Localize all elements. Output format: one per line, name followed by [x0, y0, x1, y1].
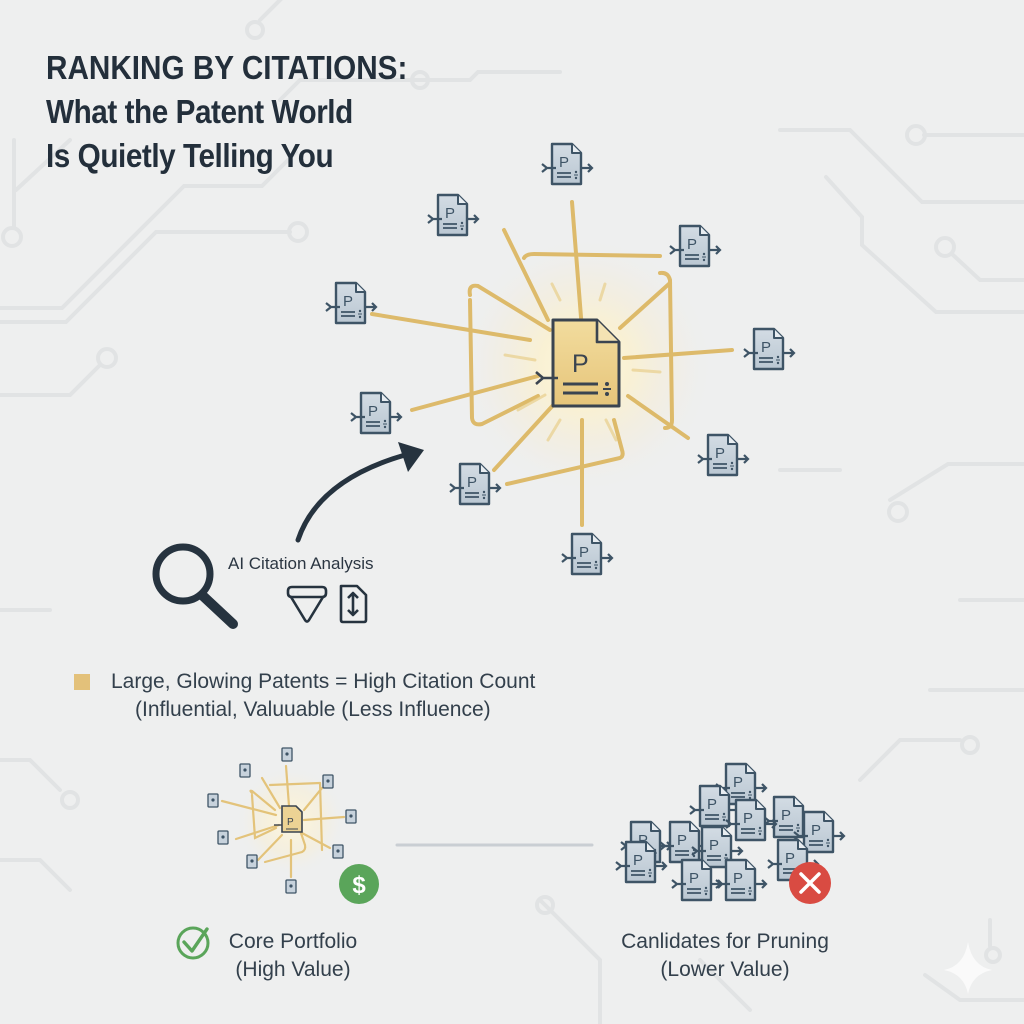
patent-icon [668, 224, 722, 268]
close-circle-icon [789, 862, 831, 904]
magnifier-icon [152, 543, 238, 629]
title-caps: RANKING BY CITATIONS: [46, 49, 408, 86]
core-portfolio-network: P [207, 747, 357, 894]
patent-icon [349, 391, 403, 435]
patent-icon [696, 433, 750, 477]
page-title: RANKING BY CITATIONS: What the Patent Wo… [46, 46, 407, 178]
patent-icon [560, 532, 614, 576]
legend-line-2: (Influential, Valuuable (Less Influence) [135, 698, 491, 721]
patent-icon [426, 193, 480, 237]
dollar-badge-icon: $ [339, 864, 379, 904]
hub-patent-icon: P [535, 318, 621, 408]
citation-links [370, 200, 734, 527]
patent-icon [742, 327, 796, 371]
core-portfolio-caption: Core Portfolio (High Value) [218, 928, 368, 984]
title-line2: Is Quietly Telling You [46, 137, 334, 174]
pruning-subtitle: (Lower Value) [660, 958, 790, 981]
svg-text:P: P [572, 350, 589, 378]
title-rest: What the Patent World [46, 93, 353, 130]
patent-icon [324, 281, 378, 325]
pruning-title: Canlidates for Pruning [621, 930, 829, 953]
sparkle-icon [944, 942, 992, 994]
filter-funnel-icon [286, 585, 328, 623]
sort-document-icon [339, 584, 368, 624]
legend-swatch [74, 674, 90, 690]
core-portfolio-title: Core Portfolio [228, 930, 358, 953]
core-portfolio-subtitle: (High Value) [235, 958, 351, 981]
check-circle-icon [176, 926, 210, 960]
legend-line-1: Large, Glowing Patents = High Citation C… [111, 670, 536, 693]
patent-icon [540, 142, 594, 186]
curved-arrow-icon [295, 442, 424, 543]
svg-text:P: P [287, 817, 294, 828]
pruning-caption: Canlidates for Pruning (Lower Value) [600, 928, 850, 984]
ai-citation-analysis-label: AI Citation Analysis [228, 554, 374, 573]
svg-text:$: $ [352, 872, 366, 899]
